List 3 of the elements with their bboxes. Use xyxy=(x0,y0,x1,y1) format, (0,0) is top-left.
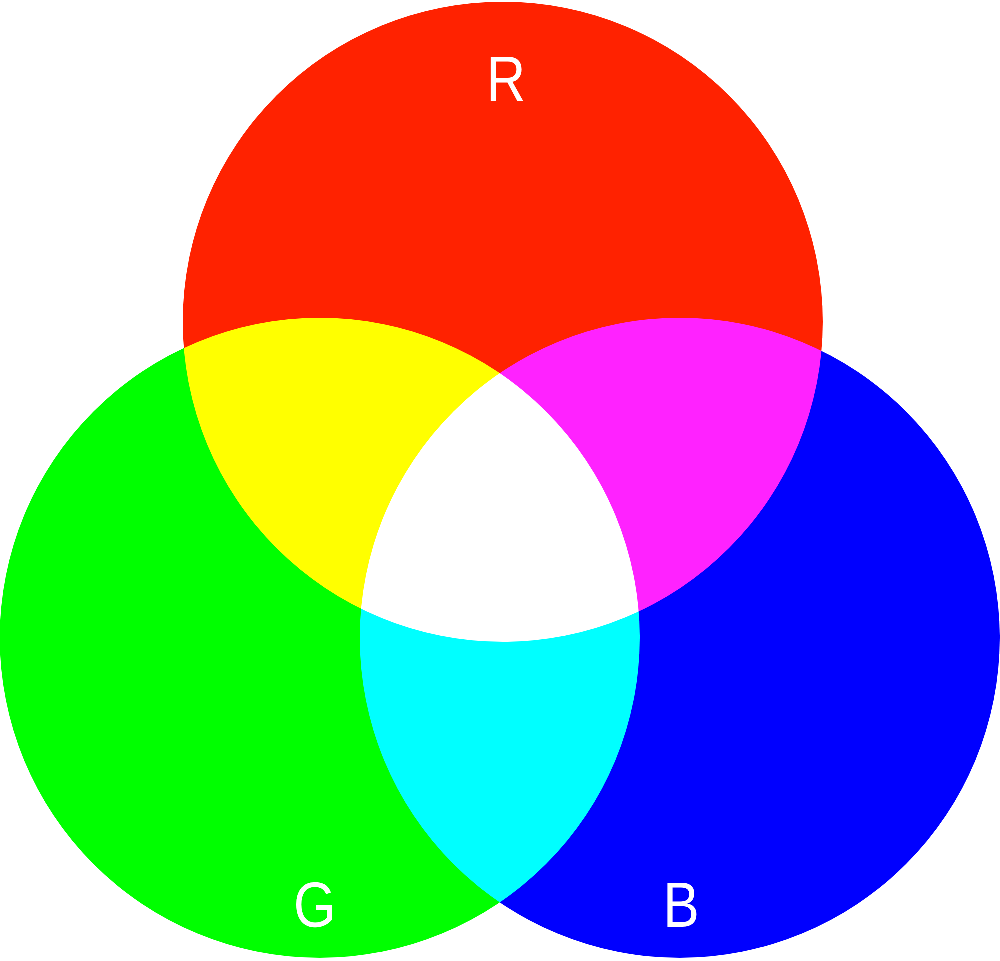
circle-label: B xyxy=(663,873,700,937)
circle-label: R xyxy=(486,47,526,111)
circle-label: G xyxy=(294,873,336,937)
